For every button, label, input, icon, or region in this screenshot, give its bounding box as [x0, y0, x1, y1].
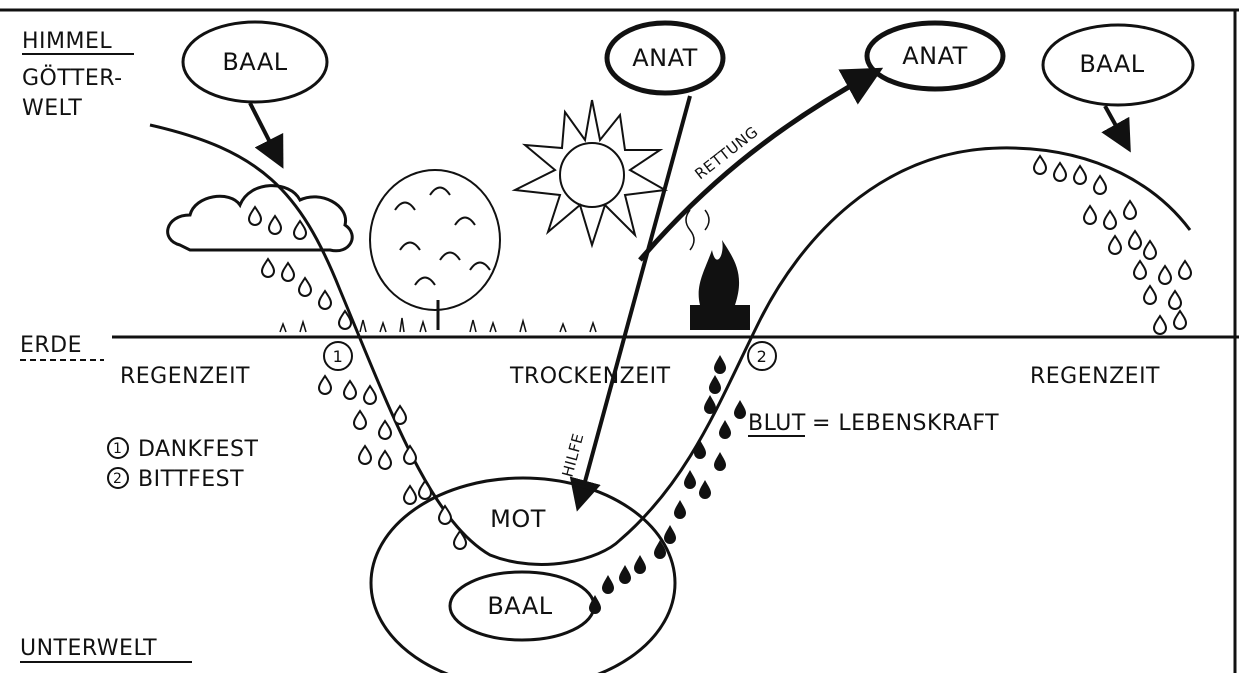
- tree-icon: [369, 169, 501, 330]
- deity-baal-top-right-label: BAAL: [1079, 50, 1144, 78]
- arrow-hilfe: [569, 95, 692, 512]
- label-regenzeit-right: REGENZEIT: [1030, 364, 1160, 389]
- label-mot: MOT: [490, 505, 546, 533]
- deity-baal-top-left: BAAL: [181, 20, 329, 104]
- marker-1: 1: [323, 341, 353, 371]
- legend-marker-1: [107, 437, 129, 459]
- legend-bittfest: BITTFEST: [138, 467, 244, 492]
- arrow-baal-to-rain: [1101, 105, 1131, 153]
- label-blut: BLUT: [748, 411, 806, 436]
- legend: 1 DANKFEST 2 BITTFEST: [107, 437, 259, 492]
- label-regenzeit-left: REGENZEIT: [120, 364, 250, 389]
- legend-marker-2-text: 2: [113, 471, 122, 487]
- legend-dankfest: DANKFEST: [138, 437, 259, 462]
- deity-anat-top-right-label: ANAT: [902, 42, 968, 70]
- cycle-curve: [149, 123, 1192, 566]
- altar-fire-icon: [685, 209, 750, 330]
- label-unterwelt: UNTERWELT: [20, 636, 157, 661]
- deity-anat-top-center-label: ANAT: [632, 44, 698, 72]
- label-erde: ERDE: [20, 333, 82, 358]
- deity-baal-top-right: BAAL: [1041, 23, 1195, 107]
- label-goetterwelt-2: WELT: [22, 96, 82, 121]
- deity-baal-top-left-label: BAAL: [222, 48, 287, 76]
- grass: [279, 317, 597, 333]
- marker-2: 2: [747, 341, 777, 371]
- deity-anat-top-center: ANAT: [604, 20, 726, 96]
- sun-icon: [511, 99, 669, 249]
- label-himmel: HIMMEL: [22, 29, 112, 54]
- marker-1-text: 1: [333, 347, 344, 366]
- label-trockenzeit: TROCKENZEIT: [509, 364, 671, 389]
- marker-2-text: 2: [757, 347, 768, 366]
- label-hilfe: HILFE: [558, 431, 587, 479]
- deity-baal-underworld: BAAL: [448, 570, 596, 642]
- label-goetterwelt-1: GÖTTER-: [22, 65, 123, 91]
- legend-marker-1-text: 1: [113, 441, 122, 457]
- underworld-mot-circle: [369, 476, 677, 673]
- label-lebenskraft: = LEBENSKRAFT: [812, 411, 999, 436]
- deity-baal-underworld-label: BAAL: [487, 592, 552, 620]
- arrow-baal-to-cloud: [248, 102, 284, 169]
- legend-marker-2: [107, 467, 129, 489]
- arrow-rettung: [638, 67, 884, 262]
- deity-anat-top-right: ANAT: [864, 20, 1006, 92]
